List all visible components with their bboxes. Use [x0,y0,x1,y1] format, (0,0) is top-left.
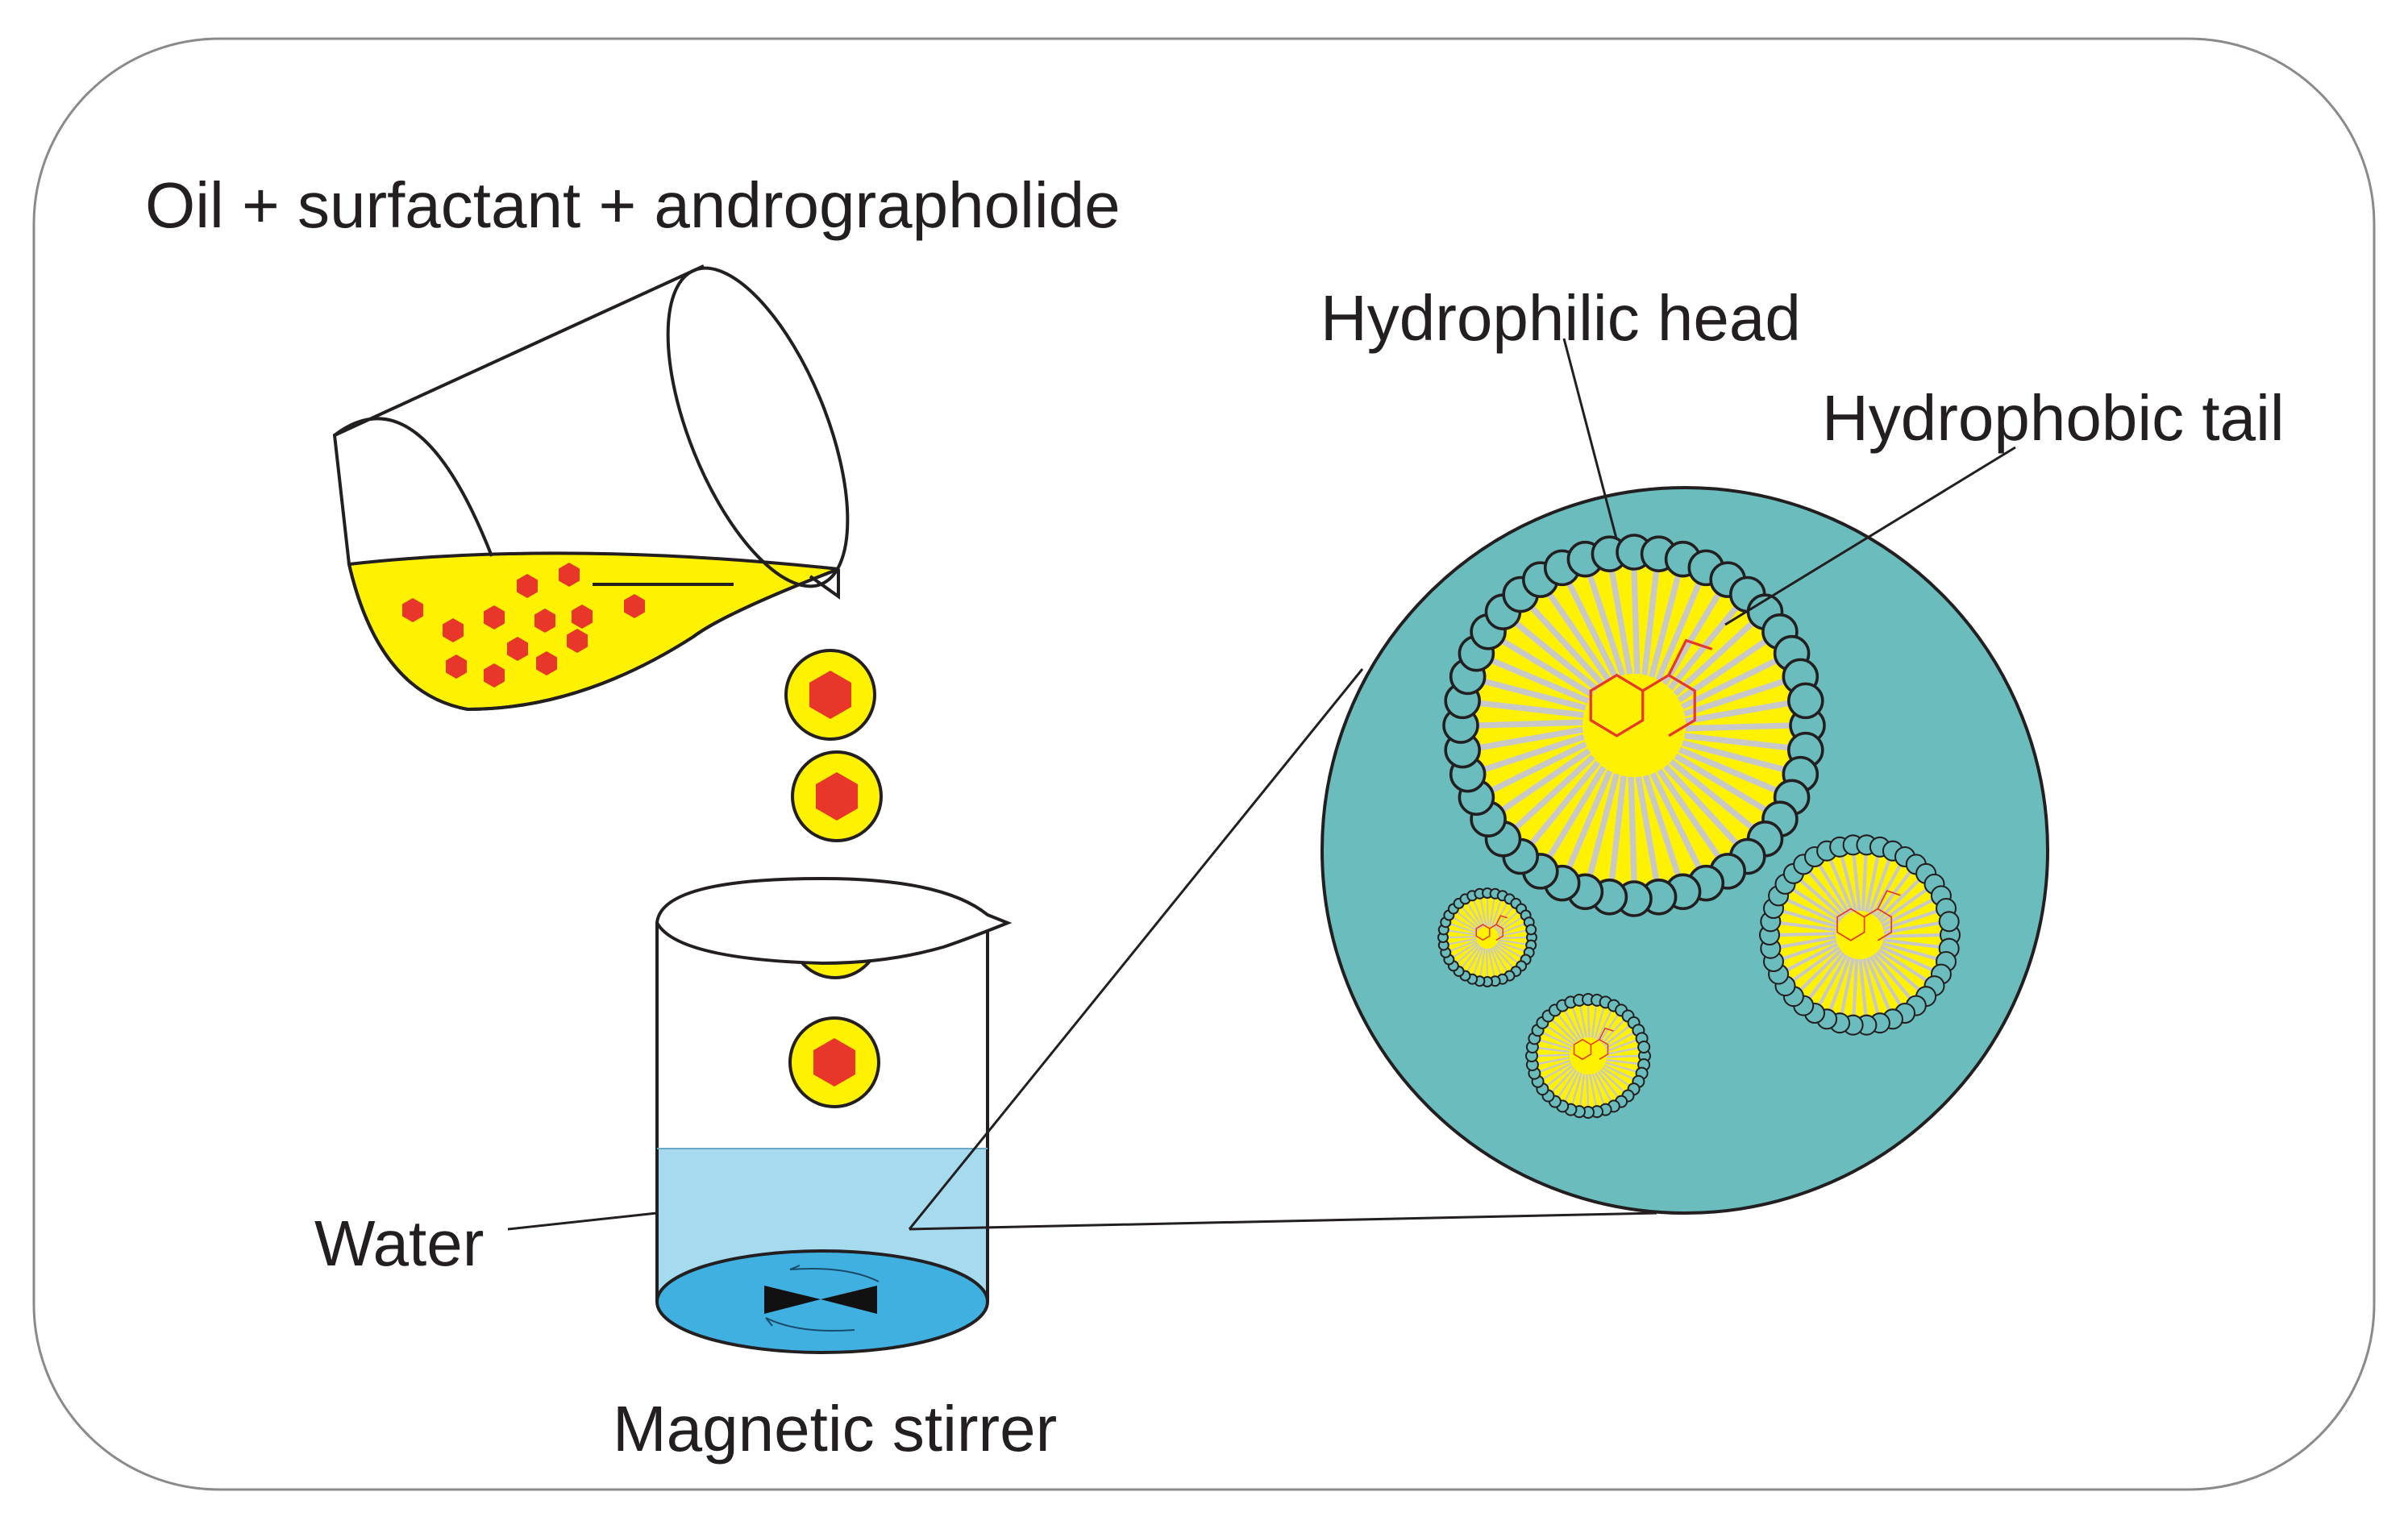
surfactant-head [1787,682,1824,720]
andrographolide-molecule [1589,638,1713,738]
micelle [1758,834,1961,1036]
drug-hexagon [443,618,464,642]
drug-hexagon [567,629,588,653]
drug-hexagon [402,598,423,622]
drug-hexagon [536,651,557,675]
drug-hexagon [507,637,528,661]
drug-hexagon [484,605,505,630]
leader-lines [507,338,2016,1231]
drug-particles-in-oil [402,563,645,688]
pouring-beaker [332,264,850,712]
magnetic-stirrer-label: Magnetic stirrer [613,1393,1057,1465]
surfactant-head [1525,924,1537,936]
drug-hexagon [446,654,467,679]
water-bottom [655,1249,989,1354]
zoom-lines [908,668,1657,1231]
stir-bar-icon [764,1286,877,1314]
drug-hexagon [517,574,538,598]
drug-hexagon [624,594,645,618]
surfactant-head [1637,1041,1651,1053]
hydrophobic-tail-label: Hydrophobic tail [1822,382,2285,454]
drug-hexagon [813,1038,855,1087]
drug-hexagon [534,609,555,633]
drug-hexagon [816,772,858,821]
drug-hexagon [559,563,580,587]
receiving-beaker [655,876,1013,1354]
drug-hexagon [809,671,851,719]
hydrophilic-head-label: Hydrophilic head [1320,282,1801,354]
water-label: Water [314,1207,484,1279]
title-label: Oil + surfactant + andrographolide [145,169,1121,241]
andrographolide-molecule [1475,915,1508,941]
surfactant-head [1938,911,1960,933]
andrographolide-molecule [1836,890,1901,941]
drug-hexagon [484,663,505,688]
micelle [1442,534,1826,917]
drug-hexagon [572,605,593,629]
micelle [1437,887,1537,987]
andrographolide-molecule [1573,1027,1614,1061]
zoomed-nanoemulsion-view [1320,486,2049,1215]
micelle [1525,993,1651,1119]
